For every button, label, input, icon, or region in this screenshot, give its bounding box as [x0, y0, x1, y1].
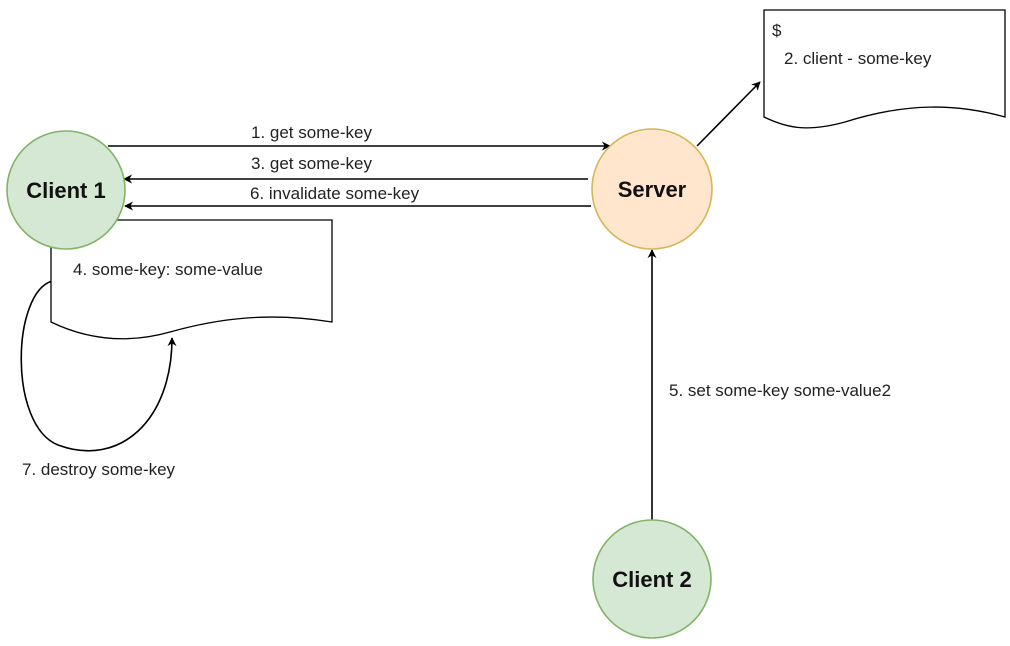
edge-destroy-loop: [20, 280, 177, 452]
server-node[interactable]: [591, 128, 713, 250]
edge-label-destroy: 7. destroy some-key: [22, 460, 176, 479]
server-cache-symbol: $: [772, 21, 782, 40]
server-label: Server: [618, 177, 687, 202]
edge-label-get-response: 3. get some-key: [251, 154, 372, 173]
client-cache-entry: 4. some-key: some-value: [73, 260, 263, 279]
edge-label-set-request: 5. set some-key some-value2: [669, 381, 891, 400]
edge-label-get-request: 1. get some-key: [251, 123, 372, 142]
server-cache-entry: 2. client - some-key: [784, 49, 932, 68]
client-cache-document: [50, 219, 333, 340]
edge-server-to-cache: [696, 81, 761, 147]
client-2-label: Client 2: [612, 567, 691, 592]
edge-label-invalidate: 6. invalidate some-key: [250, 184, 420, 203]
server-cache-document: [763, 9, 1006, 129]
client-1-label: Client 1: [26, 178, 105, 203]
client-2-node[interactable]: [592, 519, 712, 639]
client-1-node[interactable]: [6, 130, 126, 250]
